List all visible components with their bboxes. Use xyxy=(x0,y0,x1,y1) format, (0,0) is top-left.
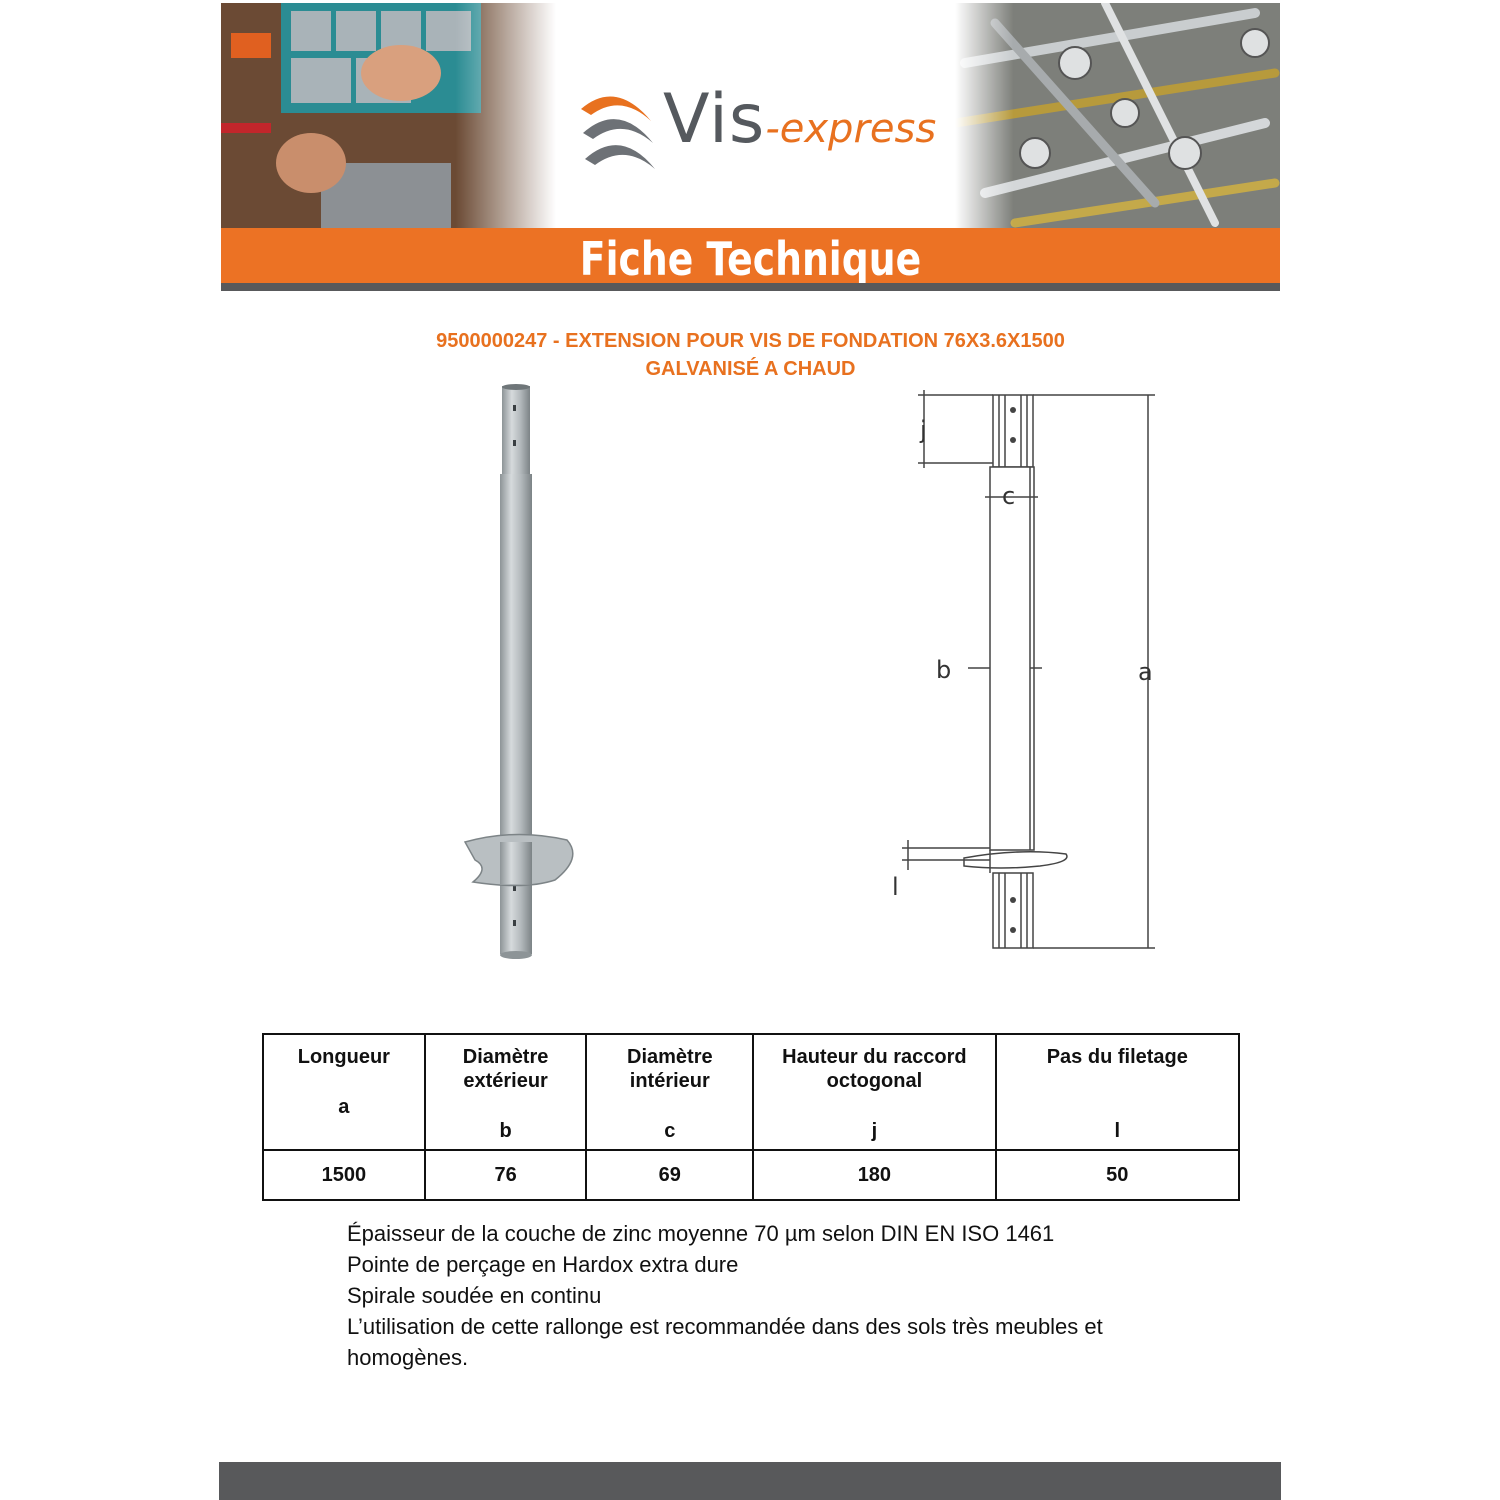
label-l: l xyxy=(892,873,899,901)
vis-express-logo-swoosh xyxy=(581,96,655,169)
toolbox-photo xyxy=(221,3,556,228)
product-title-line2: GALVANISÉ A CHAUD xyxy=(645,358,856,380)
symbol-l: l xyxy=(1114,1120,1121,1142)
note-item: L’utilisation de cette rallonge est reco… xyxy=(347,1314,1103,1370)
title-bar: Fiche Technique xyxy=(221,228,1280,286)
note-item: Épaisseur de la couche de zinc moyenne 7… xyxy=(347,1221,1055,1246)
note-item: Pointe de perçage en Hardox extra dure xyxy=(347,1252,739,1277)
footer-bar xyxy=(219,1462,1281,1500)
screws-photo xyxy=(955,3,1280,228)
value-pas-filetage: 50 xyxy=(994,1149,1241,1201)
label-j: j xyxy=(919,416,927,444)
value-diametre-exterieur: 76 xyxy=(423,1149,588,1201)
symbol-c: c xyxy=(664,1120,676,1142)
value-longueur: 1500 xyxy=(262,1149,426,1201)
product-photo xyxy=(463,384,574,959)
value-diametre-interieur: 69 xyxy=(585,1149,755,1201)
brand-name: Vis xyxy=(663,80,766,159)
product-title: 9500000247 - EXTENSION POUR VIS DE FONDA… xyxy=(221,327,1280,383)
label-c: c xyxy=(1002,482,1015,510)
label-a: a xyxy=(1138,658,1153,686)
label-b: b xyxy=(936,656,951,684)
page-title: Fiche Technique xyxy=(579,232,922,286)
divider xyxy=(221,283,1280,291)
product-title-line1: 9500000247 - EXTENSION POUR VIS DE FONDA… xyxy=(436,330,1065,352)
symbol-a: a xyxy=(338,1096,350,1118)
symbol-b: b xyxy=(499,1120,512,1142)
value-hauteur-raccord: 180 xyxy=(752,1149,997,1201)
technical-drawing: j c b a l xyxy=(892,390,1155,949)
note-item: Spirale soudée en continu xyxy=(347,1283,602,1308)
table-row: 1500 76 69 180 50 xyxy=(262,1149,1241,1201)
product-notes: Épaisseur de la couche de zinc moyenne 7… xyxy=(347,1218,1167,1373)
symbol-j: j xyxy=(871,1120,878,1142)
brand-suffix: -express xyxy=(765,106,937,152)
header-banner: Vis-express xyxy=(221,3,1280,228)
brand-wordmark: Vis-express xyxy=(663,85,936,154)
